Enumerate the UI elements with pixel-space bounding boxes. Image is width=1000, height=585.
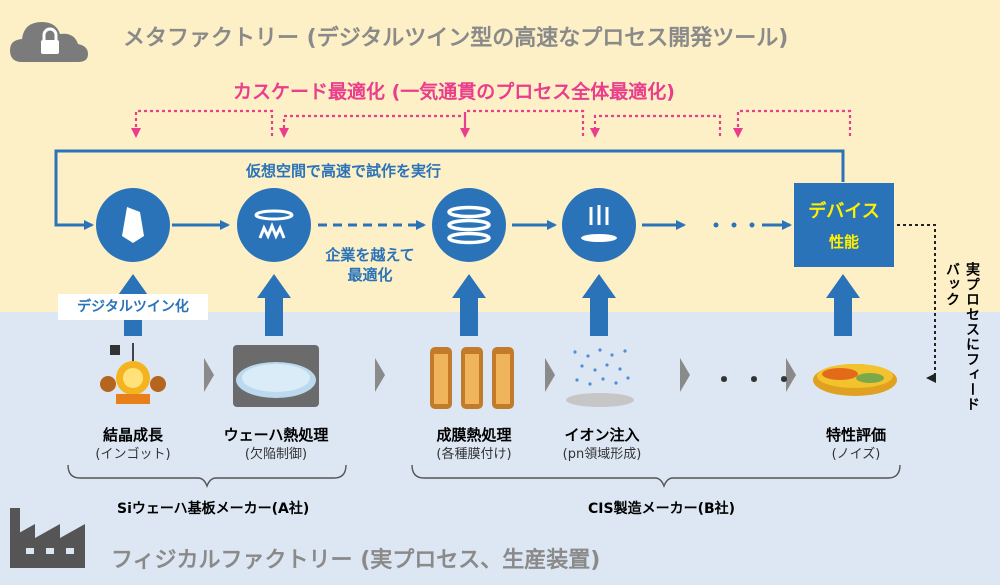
flow-dots: [713, 222, 755, 228]
virtual-label: 仮想空間で高速で試作を実行: [246, 162, 442, 180]
wafer-test-photo: [813, 364, 897, 396]
process-name: 特性評価: [825, 426, 886, 444]
process-sub: (pn領域形成): [562, 447, 642, 462]
process-name: ウェーハ熱処理: [223, 426, 329, 444]
performance-label: 性能: [828, 233, 859, 251]
maker-braces: [67, 464, 901, 488]
real-feedback-arrow: [897, 224, 936, 383]
real-feedback-label: 実プロセスにフィードバック: [944, 262, 980, 412]
factory-icon: [10, 508, 85, 568]
process-name: 成膜熱処理: [436, 426, 512, 444]
device-performance-box: デバイス 性能: [794, 183, 894, 267]
virtual-loop-arrow: [54, 149, 845, 230]
process-sub: (インゴット): [95, 447, 171, 462]
maker-a-label: Siウェーハ基板メーカー(A社): [117, 501, 310, 517]
wafer-heat-photo: [233, 345, 319, 407]
cross-company-label-2: 最適化: [347, 266, 393, 284]
cross-company-label-1: 企業を越えて: [325, 246, 415, 264]
meta-factory-title: メタファクトリー (デジタルツイン型の高速なプロセス開発ツール): [123, 26, 789, 51]
crystal-growth-photo: [100, 343, 166, 404]
device-label: デバイス: [808, 201, 880, 222]
film-tube-photo: [430, 347, 514, 409]
ion-implant-photo: [566, 348, 634, 407]
process-name: 結晶成長: [102, 426, 163, 444]
heat-treatment-icon: [237, 188, 311, 262]
cascade-label: カスケード最適化 (一気通貫のプロセス全体最適化): [233, 81, 675, 103]
film-stack-icon: [432, 188, 506, 262]
process-ellipsis: ・・・: [712, 366, 802, 394]
crystal-icon: [96, 188, 170, 262]
process-sub: (各種膜付け): [436, 447, 512, 462]
cascade-feedback-arrows: [131, 109, 852, 138]
digital-twin-arrows: [116, 274, 860, 336]
maker-b-label: CIS製造メーカー(B社): [588, 501, 736, 517]
process-chevrons: [204, 358, 796, 392]
process-name: イオン注入: [564, 426, 640, 444]
process-sub: (欠陥制御): [244, 447, 308, 462]
cloud-lock-icon: [10, 22, 88, 62]
physical-factory-title: フィジカルファクトリー (実プロセス、生産装置): [111, 548, 601, 573]
process-sub: (ノイズ): [831, 447, 881, 462]
ion-implant-icon: [562, 188, 636, 262]
digital-twin-label: デジタルツイン化: [58, 294, 208, 320]
